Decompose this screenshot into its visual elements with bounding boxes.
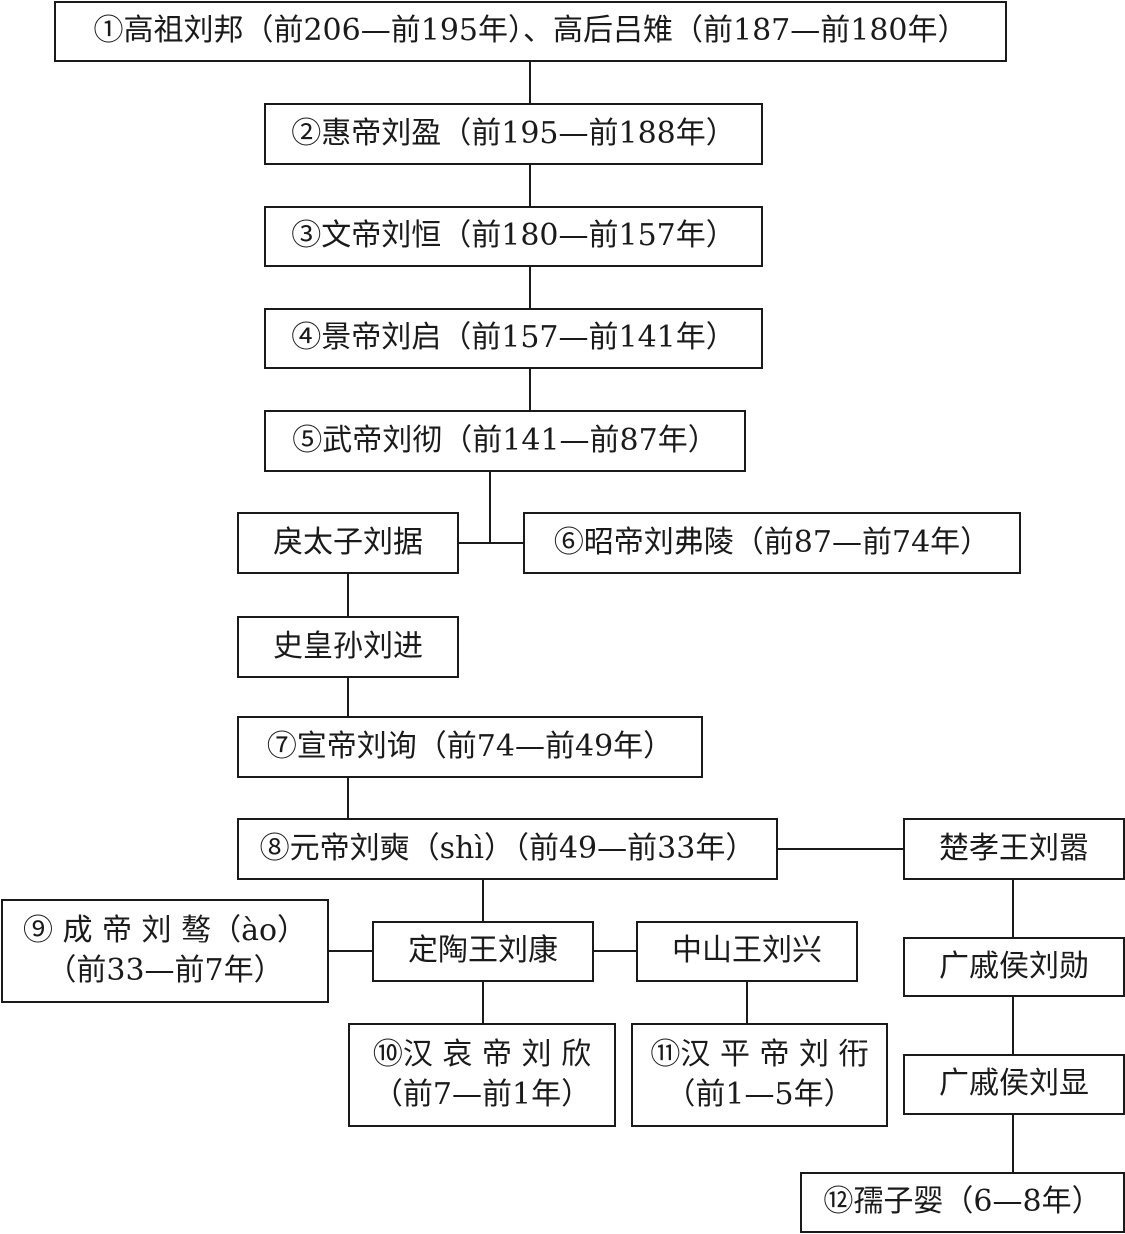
node-xuandi-liuxun: ⑦宣帝刘询（前74—前49年） [237, 716, 703, 778]
node-huidi-liuying: ②惠帝刘盈（前195—前188年） [264, 103, 763, 165]
node-ruzi-ying: ⑫孺子婴（6—8年） [800, 1172, 1125, 1233]
node-label: ⑤武帝刘彻（前141—前87年） [292, 422, 718, 458]
node-chu-xiaowang-liuxiao: 楚孝王刘嚣 [903, 818, 1125, 880]
node-label: ⑦宣帝刘询（前74—前49年） [266, 728, 674, 764]
node-gaozu-liubang: ①高祖刘邦（前206—前195年）、高后吕雉（前187—前180年） [54, 1, 1007, 62]
node-wudi-liuche: ⑤武帝刘彻（前141—前87年） [264, 410, 746, 472]
node-label: 史皇孙刘进 [273, 628, 423, 664]
node-li-taizi-liuju: 戾太子刘据 [237, 512, 459, 574]
node-label-line1: ⑪汉 平 帝 刘 衎 [650, 1036, 869, 1072]
node-zhongshan-wang-liuxing: 中山王刘兴 [636, 921, 858, 982]
node-jingdi-liuqi: ④景帝刘启（前157—前141年） [264, 308, 763, 369]
node-yuandi-liushi: ⑧元帝刘奭（shì）（前49—前33年） [237, 818, 778, 880]
node-label: 广戚侯刘显 [939, 1066, 1089, 1102]
node-label: 戾太子刘据 [273, 524, 423, 560]
node-guangqi-hou-liuxun: 广戚侯刘勋 [903, 937, 1125, 997]
node-label: ⑥昭帝刘弗陵（前87—前74年） [553, 524, 991, 560]
node-label-line2: （前7—前1年） [372, 1077, 592, 1112]
node-label: ①高祖刘邦（前206—前195年）、高后吕雉（前187—前180年） [93, 13, 968, 49]
node-label: 广戚侯刘勋 [939, 948, 1089, 984]
node-guangqi-hou-liuxian: 广戚侯刘显 [903, 1054, 1125, 1115]
node-zhaodi-liufuling: ⑥昭帝刘弗陵（前87—前74年） [523, 512, 1021, 574]
node-label: ③文帝刘恒（前180—前157年） [291, 218, 736, 254]
node-label: ②惠帝刘盈（前195—前188年） [291, 115, 736, 151]
node-wendi-liuheng: ③文帝刘恒（前180—前157年） [264, 206, 763, 267]
node-label-line1: ⑩汉 哀 帝 刘 欣 [372, 1036, 592, 1072]
node-label: ④景帝刘启（前157—前141年） [291, 320, 736, 356]
node-shi-huangsun-liujin: 史皇孙刘进 [237, 616, 459, 678]
node-label-line2: （前1—5年） [665, 1077, 854, 1112]
node-label: 中山王刘兴 [672, 933, 822, 969]
node-label-line1: ⑨ 成 帝 刘 骜（ào） [22, 912, 308, 948]
node-label: 定陶王刘康 [408, 933, 558, 969]
node-label-line2: （前33—前7年） [46, 953, 284, 988]
node-aidi-liuxin: ⑩汉 哀 帝 刘 欣 （前7—前1年） [348, 1023, 616, 1127]
node-chengdi-liuao: ⑨ 成 帝 刘 骜（ào） （前33—前7年） [1, 899, 329, 1003]
node-dingtao-wang-liukang: 定陶王刘康 [372, 921, 594, 982]
node-pingdi-liukan: ⑪汉 平 帝 刘 衎 （前1—5年） [631, 1023, 888, 1127]
node-label: 楚孝王刘嚣 [939, 830, 1089, 866]
node-label: ⑧元帝刘奭（shì）（前49—前33年） [259, 830, 756, 866]
node-label: ⑫孺子婴（6—8年） [823, 1184, 1102, 1220]
